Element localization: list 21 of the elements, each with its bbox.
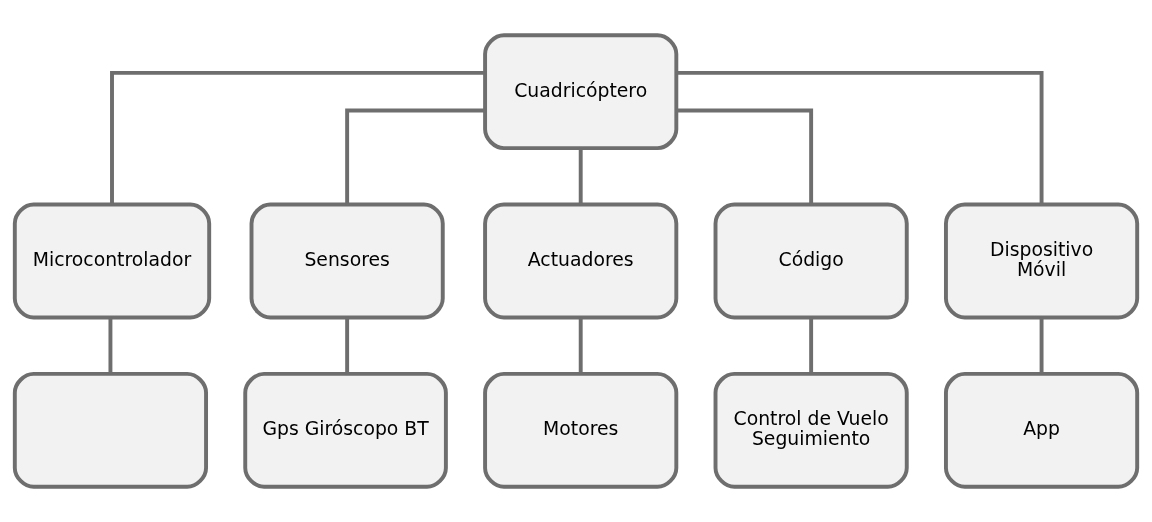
connector [676, 70, 1044, 205]
connector [578, 317, 583, 374]
connector [345, 108, 486, 205]
connector [110, 70, 485, 205]
node-box: App [944, 371, 1140, 489]
node-box: Gps Giróscopo BT [243, 371, 448, 489]
connector [809, 317, 814, 374]
node-box [12, 371, 208, 489]
connector [108, 317, 113, 374]
node-box: Código [713, 202, 909, 320]
connector [578, 148, 583, 204]
node-box: Motores [483, 371, 679, 489]
node-box: Cuadricóptero [483, 33, 679, 151]
node-box: Microcontrolador [12, 202, 212, 320]
node-box: Sensores [249, 202, 445, 320]
node-box: Dispositivo Móvil [944, 202, 1140, 320]
node-box: Control de Vuelo Seguimiento [713, 371, 909, 489]
connector [345, 317, 350, 374]
connector [1039, 317, 1044, 374]
node-box: Actuadores [483, 202, 679, 320]
connector [676, 108, 814, 205]
